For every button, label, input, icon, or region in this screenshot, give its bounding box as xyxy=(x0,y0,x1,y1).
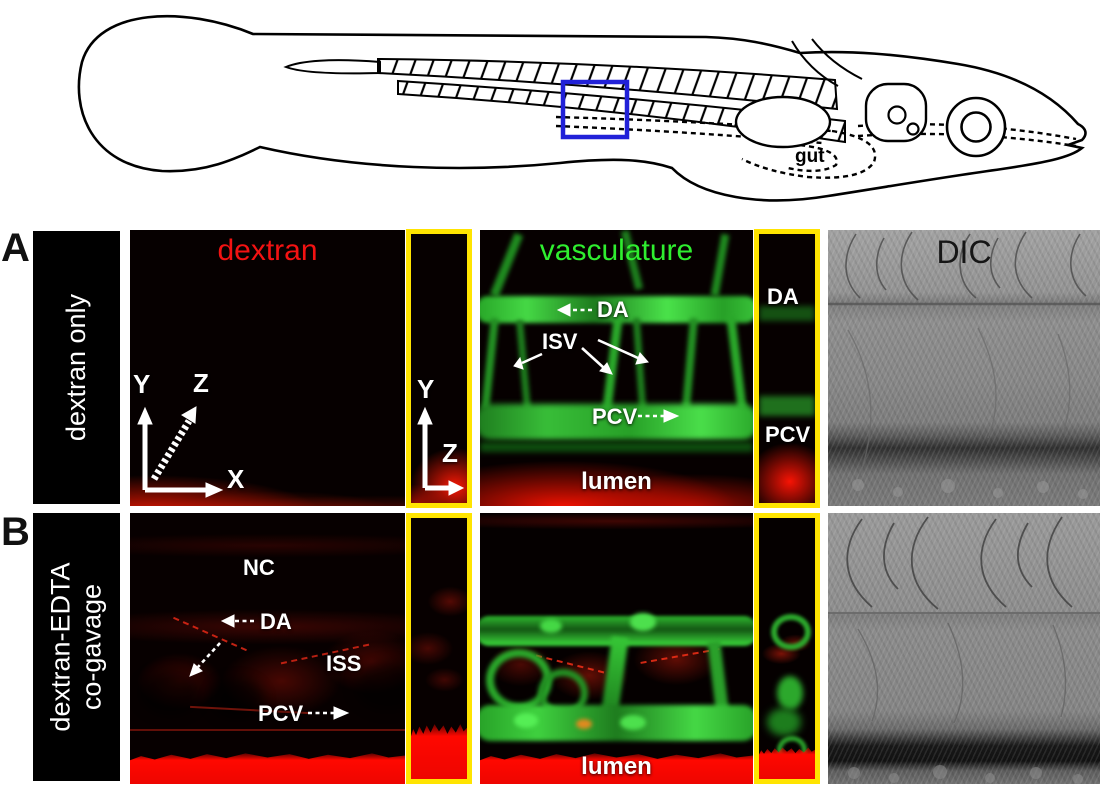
isv-label: ISV xyxy=(542,329,578,354)
strip-pcv-label: PCV xyxy=(765,422,811,447)
da-label: DA xyxy=(597,297,629,322)
lumen-band xyxy=(130,753,405,784)
strip-axis-y-label: Y xyxy=(417,374,435,404)
lumen-glow xyxy=(480,450,753,506)
pcv-label: PCV xyxy=(592,404,638,429)
vessel-shadow xyxy=(480,442,753,452)
strip-a-vasculature: DA PCV xyxy=(754,229,820,508)
row-a-letter: A xyxy=(1,226,30,270)
annotation-arrows xyxy=(189,614,350,720)
panel-b-dic xyxy=(828,513,1100,784)
vessel-bright-cell xyxy=(514,713,538,728)
panel-a-vasculature-title: vasculature xyxy=(539,234,694,267)
pcv-vessel xyxy=(480,404,753,440)
vessel-ring xyxy=(771,614,811,650)
pcv-strip-signal xyxy=(759,396,815,416)
vessel-bright-cell xyxy=(630,613,656,631)
vessel-bright-cell xyxy=(620,715,646,730)
otolith-2 xyxy=(906,122,920,136)
row-b-side-label: dextran-EDTA co-gavage xyxy=(33,513,120,781)
row-b-letter: B xyxy=(1,510,30,554)
pcv-faint-line xyxy=(130,729,405,731)
strip-a-dextran: Y Z xyxy=(406,229,472,508)
panel-a-dextran: dextran Y Z X xyxy=(130,230,405,506)
row-b-side-label-line2: co-gavage xyxy=(76,583,107,711)
gill-line xyxy=(791,40,839,87)
vessel-blob xyxy=(777,676,803,710)
panel-b-dextran: NC DA ISS PCV xyxy=(130,513,405,784)
lumen-label: lumen xyxy=(581,468,652,495)
panel-a-dextran-title: dextran xyxy=(217,234,318,267)
eye-inner xyxy=(960,111,992,143)
lumen-band xyxy=(411,724,467,779)
da-label: DA xyxy=(260,609,292,634)
strip-axis-z-label: Z xyxy=(442,438,458,468)
gut-label: gut xyxy=(795,146,825,167)
strip-b-vasculature xyxy=(754,513,820,784)
axis-y-label: Y xyxy=(133,369,151,399)
row-a-side-label: dextran only xyxy=(33,231,120,504)
somite-shadow xyxy=(210,679,264,719)
strip-da-label: DA xyxy=(767,284,799,309)
somite-shadow xyxy=(140,671,200,715)
nc-label: NC xyxy=(243,555,275,580)
iss-label: ISS xyxy=(326,651,362,676)
gill-line2 xyxy=(811,38,863,80)
myotome-band-lower xyxy=(397,79,846,144)
panel-a-dic: DIC xyxy=(828,230,1100,506)
vessel-blob xyxy=(767,708,801,736)
dic-texture-lines xyxy=(828,516,1100,784)
autofluorescent-dot xyxy=(576,719,592,729)
row-b-side-label-line1: dextran-EDTA xyxy=(45,562,76,732)
da-strip-signal xyxy=(759,306,815,321)
xyz-axes-icon xyxy=(137,406,224,498)
roi-box xyxy=(560,79,630,140)
lumen-band xyxy=(759,747,815,779)
otolith-1 xyxy=(887,105,907,125)
row-b-side-label-text: dextran-EDTA co-gavage xyxy=(45,562,107,731)
swim-bladder xyxy=(734,95,832,149)
lumen-label: lumen xyxy=(581,753,652,780)
pcv-label: PCV xyxy=(258,701,304,726)
panel-b-vasculature: lumen xyxy=(480,513,753,784)
strip-b-dextran xyxy=(406,513,472,784)
row-a-side-label-text: dextran only xyxy=(60,293,91,442)
panel-a-vasculature: vasculature DA ISV PCV lumen xyxy=(480,230,753,506)
lumen-band xyxy=(480,753,753,784)
dic-texture-lines xyxy=(828,231,1100,499)
somite-shadow xyxy=(355,663,405,711)
fish-diagram xyxy=(77,14,1087,202)
notochord-tip xyxy=(283,59,381,75)
axis-z-label: Z xyxy=(193,368,209,398)
vessel-bright-cell xyxy=(540,619,562,633)
annotation-arrows xyxy=(513,303,680,423)
yz-axes-icon xyxy=(417,406,465,496)
axis-x-label: X xyxy=(227,464,245,494)
panel-a-dic-title: DIC xyxy=(936,234,992,270)
